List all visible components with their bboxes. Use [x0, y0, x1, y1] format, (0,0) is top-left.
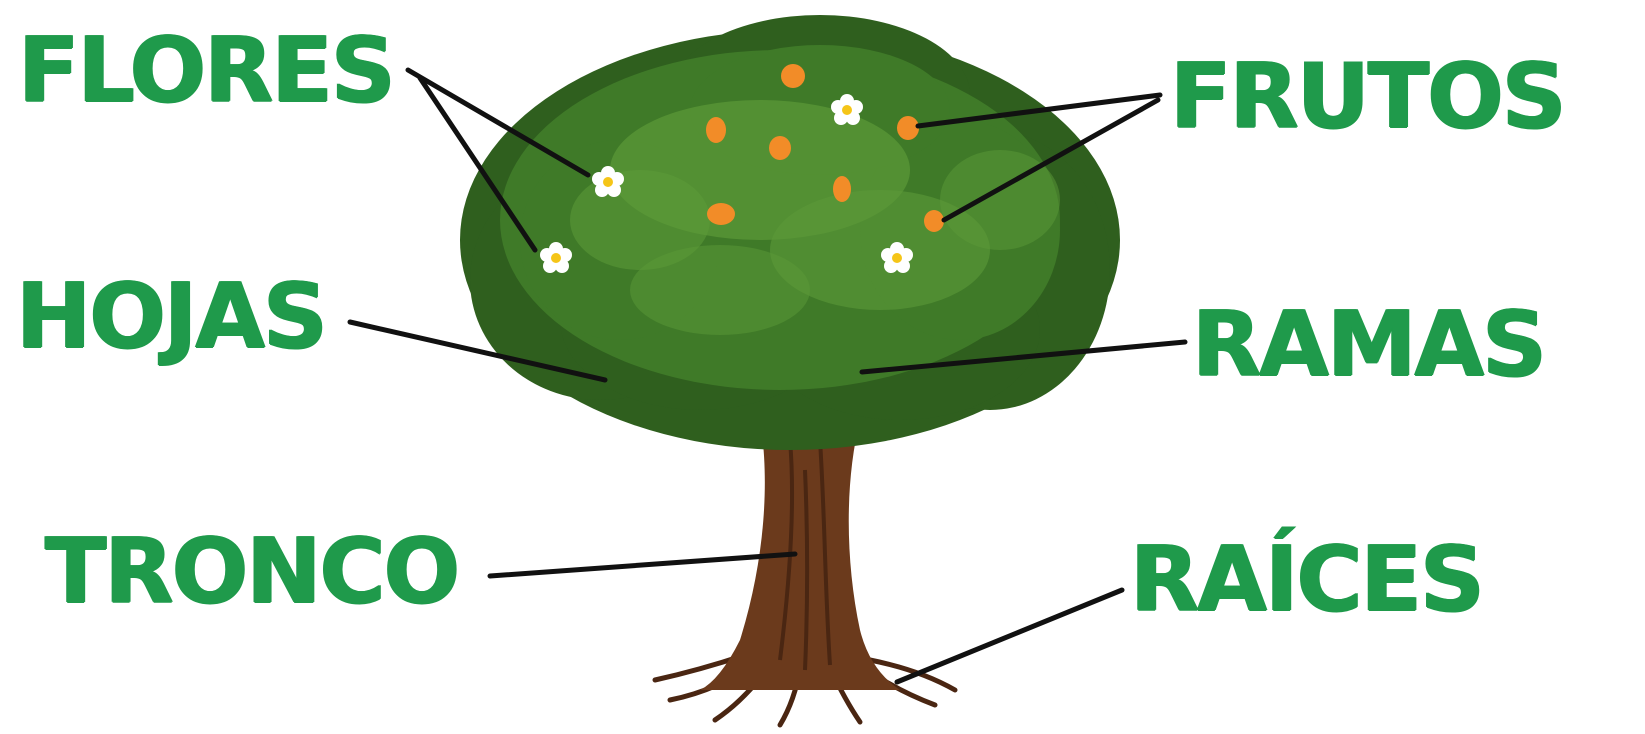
flores-line-1: [405, 67, 591, 178]
label-raices: RAÍCES: [1130, 527, 1485, 632]
fruit: [769, 136, 791, 160]
fruit: [897, 116, 919, 140]
flower: [831, 94, 863, 125]
label-tronco: TRONCO: [45, 519, 460, 624]
label-flores: FLORES: [18, 18, 396, 123]
leader-lines: [347, 67, 1188, 685]
hojas-line: [347, 319, 608, 383]
fruit: [781, 64, 805, 88]
frutos-line-1: [915, 92, 1163, 129]
fruit: [706, 117, 726, 143]
label-frutos: FRUTOS: [1170, 44, 1567, 149]
ramas-line: [859, 339, 1188, 375]
flowers: [540, 94, 913, 273]
label-ramas: RAMAS: [1192, 292, 1547, 397]
label-hojas: HOJAS: [16, 264, 328, 369]
flower: [540, 242, 572, 273]
fruits: [706, 64, 944, 232]
frutos-line-2: [941, 97, 1161, 223]
flores-line-2: [417, 75, 538, 253]
trunk-texture: [778, 439, 832, 671]
raices-line: [894, 587, 1125, 685]
tronco-line: [487, 551, 798, 579]
fruit: [924, 210, 944, 232]
flower: [592, 166, 624, 197]
fruit: [833, 176, 851, 202]
flower: [881, 242, 913, 273]
trunk: [700, 420, 900, 690]
canopy: [460, 15, 1120, 450]
fruit: [707, 203, 735, 225]
